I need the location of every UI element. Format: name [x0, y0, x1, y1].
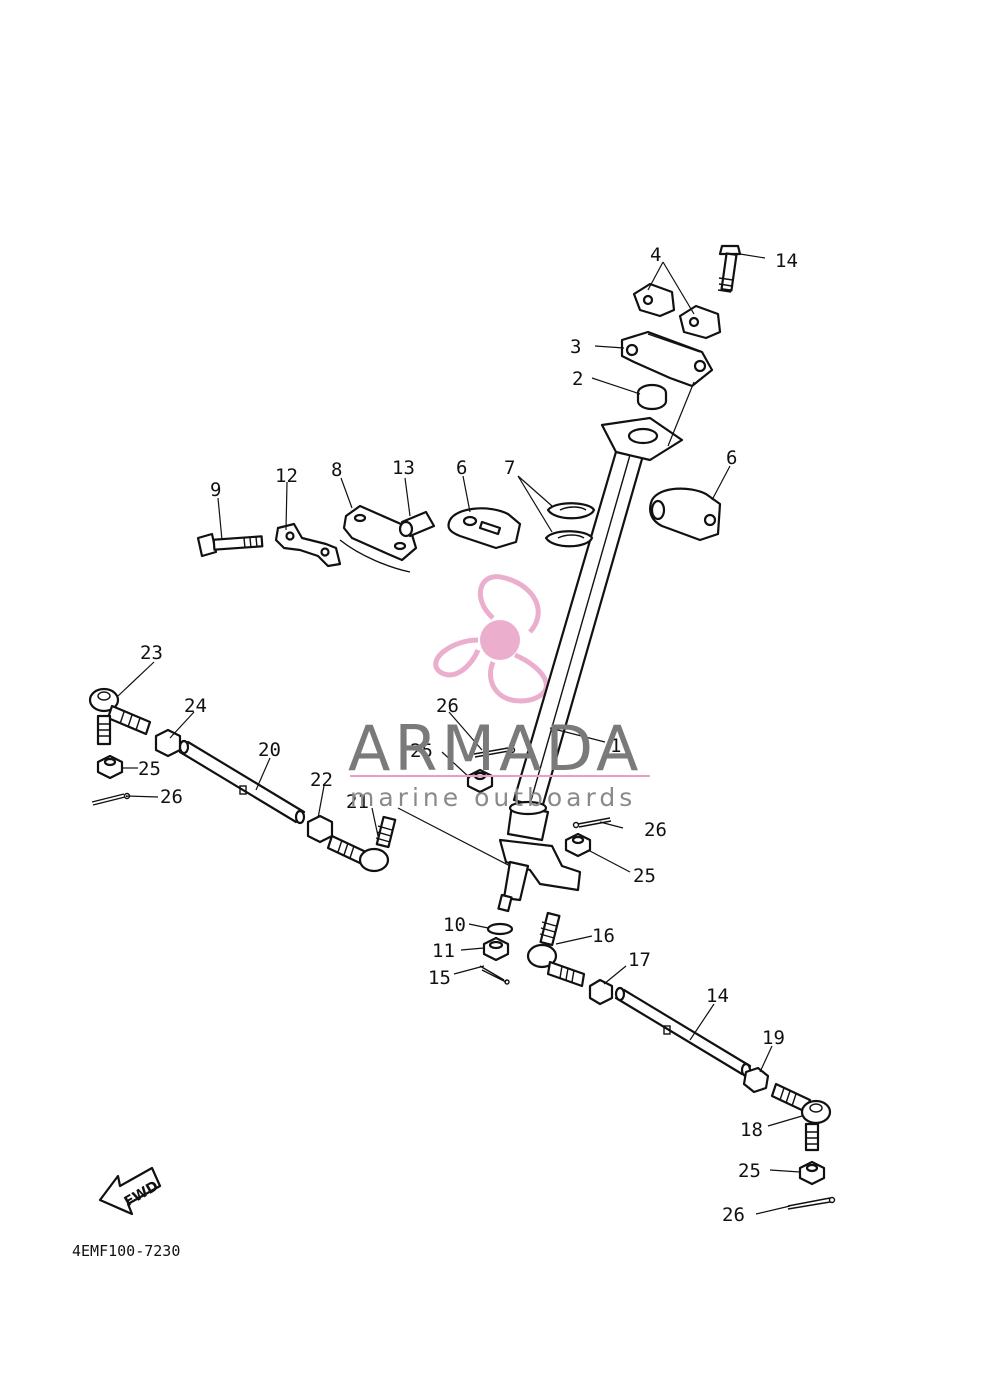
holder-part-6-right: [649, 487, 722, 542]
nut-part-17: [588, 978, 614, 1006]
watermark-subtitle: marine outboards: [350, 783, 636, 812]
plate-part-8: [339, 504, 418, 573]
washer-part-12: [486, 922, 514, 936]
nut-part-13: [482, 936, 510, 962]
nut-part-25-center: [564, 832, 592, 858]
part-label-2: 2: [572, 368, 583, 390]
part-label-14: 15: [428, 967, 451, 989]
cotter-pin-part-14: [479, 965, 510, 985]
part-label-3: 3: [570, 336, 581, 358]
clip-parts-7: [544, 502, 596, 548]
tie-rod-part-15: [614, 986, 752, 1078]
cotter-pin-part-26-upper: [473, 746, 516, 758]
part-label-23: 23: [140, 642, 163, 664]
part-label-15: 14: [706, 985, 729, 1007]
part-label-7: 7: [504, 457, 515, 479]
part-label-6-right: 6: [726, 447, 737, 469]
watermark-text: ARMADA marine outboards: [348, 712, 650, 812]
part-label-18: 18: [740, 1119, 763, 1141]
steering-column-part-1: [497, 416, 684, 913]
part-label-25-upper: 25: [410, 740, 433, 762]
cotter-pin-part-26-center: [572, 817, 612, 829]
tie-rod-part-20: [178, 739, 306, 825]
part-label-12: 10: [443, 914, 466, 936]
part-label-20: 20: [258, 739, 281, 761]
upper-holder-part-3: [620, 330, 714, 388]
part-label-6-left: 6: [456, 457, 467, 479]
watermark-propeller-logo: [433, 574, 549, 704]
part-label-26-left: 26: [160, 786, 183, 808]
nut-part-22: [306, 814, 334, 844]
bolt-part-5: [717, 244, 742, 293]
ball-joint-part-16: [526, 911, 586, 988]
nut-part-25-right: [798, 1160, 826, 1186]
part-label-19: 19: [762, 1027, 785, 1049]
ball-joint-part-18: [770, 1082, 832, 1152]
part-label-26-right: 26: [722, 1204, 745, 1226]
collar-part-11: [398, 510, 436, 538]
clamp-parts-4: [632, 282, 722, 340]
ball-joint-part-21: [326, 815, 397, 873]
part-label-26-center: 26: [644, 819, 667, 841]
diagram-code: 4EMF100-7230: [72, 1242, 180, 1260]
part-label-25-right: 25: [738, 1160, 761, 1182]
part-label-11: 13: [392, 457, 415, 479]
part-label-8: 8: [331, 459, 342, 481]
part-label-22: 22: [310, 769, 333, 791]
part-label-17: 17: [628, 949, 651, 971]
part-label-26-upper: 26: [436, 695, 459, 717]
cotter-pin-part-26-right: [787, 1196, 836, 1210]
part-label-1: 1: [610, 735, 621, 757]
watermark-title: ARMADA: [348, 712, 642, 785]
holder-part-6-left: [447, 507, 522, 550]
bushing-part-2: [636, 383, 668, 411]
part-label-21: 21: [346, 791, 369, 813]
part-label-5: 14: [775, 250, 798, 272]
bolt-part-9: [196, 532, 264, 558]
part-label-10: 12: [275, 465, 298, 487]
part-label-25-left: 25: [138, 758, 161, 780]
fwd-arrow-icon: FWD: [98, 1166, 161, 1216]
part-label-13: 11: [432, 940, 455, 962]
cotter-pin-part-26-left: [91, 792, 131, 806]
part-label-9: 9: [210, 479, 221, 501]
part-number-labels: 14 4 3 2 6 6 7 13 8 12 9 1 26 25 26 25 1…: [138, 244, 798, 1226]
ball-joint-part-23: [88, 687, 152, 746]
part-label-25-center: 25: [633, 865, 656, 887]
lock-plate-part-10: [274, 522, 342, 568]
leader-lines: [117, 253, 803, 1215]
nut-part-19: [742, 1066, 770, 1094]
nut-part-25-left: [96, 754, 124, 780]
part-label-4: 4: [650, 244, 661, 266]
nut-part-24: [154, 728, 182, 758]
part-label-24: 24: [184, 695, 207, 717]
part-label-16: 16: [592, 925, 615, 947]
